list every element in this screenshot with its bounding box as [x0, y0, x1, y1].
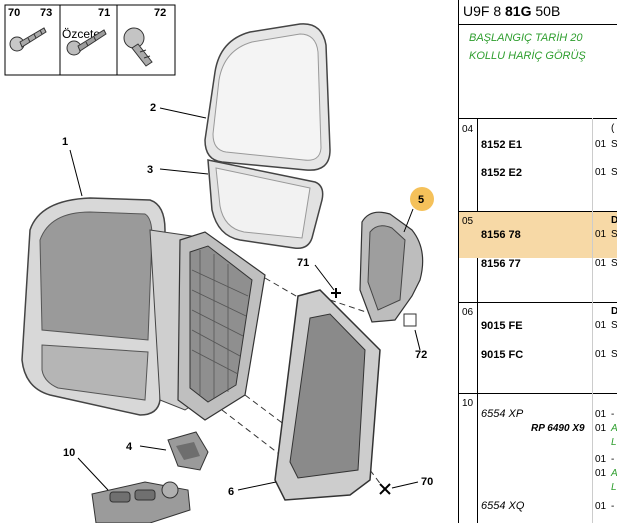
- part-desc: S: [611, 167, 617, 178]
- group-extra: (: [611, 123, 615, 134]
- note-line-2: KOLLU HARİÇ GÖRÜŞ: [469, 50, 586, 62]
- part-qty: 01: [595, 229, 607, 240]
- part-row-8156-78[interactable]: 8156 78: [481, 229, 521, 241]
- parts-group-06: 06 D 9015 FE 01 S 9015 FC 01 S: [459, 303, 617, 393]
- part-row-6554-xq[interactable]: 6554 XQ: [481, 500, 525, 512]
- legend-num-71[interactable]: 71: [98, 7, 110, 19]
- part-desc: S: [611, 258, 617, 269]
- part-qty: 01: [595, 468, 607, 479]
- part-desc: -: [611, 501, 615, 512]
- callout-5[interactable]: 5: [418, 194, 424, 206]
- part-5-cover[interactable]: [359, 211, 424, 323]
- reference-suffix: 50B: [535, 3, 561, 19]
- callout-1[interactable]: 1: [62, 136, 68, 148]
- reference-bold: 81G: [505, 3, 532, 19]
- part-row-rp-6490-x9[interactable]: RP 6490 X9: [531, 423, 585, 434]
- honeycomb-bracket: [177, 231, 266, 421]
- part-desc: -: [611, 409, 615, 420]
- screw-71-marker: [331, 288, 341, 298]
- exploded-parts-diagram: 70 73 71 72 Özcete: [4, 4, 434, 523]
- callout-6[interactable]: 6: [228, 486, 234, 498]
- part-10-mirror-switch[interactable]: [91, 481, 191, 523]
- part-desc: -: [611, 454, 615, 465]
- group-number: 04: [462, 124, 474, 135]
- part-row-8156-77[interactable]: 8156 77: [481, 258, 521, 270]
- part-3-lower-mirror-glass[interactable]: [207, 159, 324, 250]
- part-qty: 01: [595, 423, 607, 434]
- group-extra: D: [611, 306, 617, 317]
- callout-4[interactable]: 4: [126, 441, 133, 453]
- reference-prefix: U9F 8: [463, 3, 502, 19]
- part-qty: 01: [595, 501, 607, 512]
- reference-header: U9F 8 81G 50B: [459, 0, 617, 25]
- callout-5-badge: [410, 187, 434, 211]
- part-4-clip[interactable]: [167, 431, 209, 471]
- callout-70[interactable]: 70: [421, 476, 433, 488]
- part-row-8152-e2[interactable]: 8152 E2: [481, 167, 522, 179]
- part-desc: S: [611, 320, 617, 331]
- part-desc: S: [611, 229, 617, 240]
- callout-71[interactable]: 71: [297, 257, 309, 269]
- callout-72[interactable]: 72: [415, 349, 427, 361]
- parts-group-05: 05 D 8156 78 01 S 8156 77 01 S: [459, 212, 617, 302]
- legend-num-73[interactable]: 73: [40, 7, 52, 19]
- screw-icon: [66, 29, 107, 56]
- group-number: 05: [462, 216, 474, 227]
- legend-num-72[interactable]: 72: [154, 7, 166, 19]
- part-2-upper-mirror-glass[interactable]: [204, 23, 331, 171]
- part-desc: S: [611, 139, 617, 150]
- callout-3[interactable]: 3: [147, 164, 153, 176]
- legend-caption: Özcete: [62, 27, 100, 41]
- part-qty: 01: [595, 454, 607, 465]
- part-desc: A: [611, 423, 617, 434]
- part-desc: A: [611, 468, 617, 479]
- fastener-legend: 70 73 71 72 Özcete: [4, 4, 176, 76]
- group-number: 10: [462, 398, 474, 409]
- part-qty: 01: [595, 258, 607, 269]
- parts-group-10: 10 6554 XP 01 - RP 6490 X9 01 A L 01 - 0…: [459, 394, 617, 523]
- part-qty: 01: [595, 139, 607, 150]
- part-row-6554-xp[interactable]: 6554 XP: [481, 408, 524, 420]
- part-row-8152-e1[interactable]: 8152 E1: [481, 139, 522, 151]
- screw-70-marker: [379, 483, 391, 495]
- part-row-9015-fe[interactable]: 9015 FE: [481, 320, 523, 332]
- callout-2[interactable]: 2: [150, 102, 156, 114]
- legend-num-70[interactable]: 70: [8, 7, 20, 19]
- leader-lines: [69, 107, 421, 491]
- reference-code: U9F 8 81G 50B: [463, 3, 560, 19]
- callout-10[interactable]: 10: [63, 447, 75, 459]
- part-desc: L: [611, 482, 617, 493]
- part-qty: 01: [595, 409, 607, 420]
- part-6-back-frame[interactable]: [274, 289, 381, 501]
- part-qty: 01: [595, 167, 607, 178]
- part-qty: 01: [595, 349, 607, 360]
- parts-list-panel: U9F 8 81G 50B BAŞLANGIÇ TARİH 20 KOLLU H…: [458, 0, 617, 523]
- part-row-9015-fc[interactable]: 9015 FC: [481, 349, 524, 361]
- parts-group-04: 04 ( 8152 E1 01 S 8152 E2 01 S: [459, 119, 617, 211]
- group-number: 06: [462, 307, 474, 318]
- part-desc: S: [611, 349, 617, 360]
- clip-72-marker: [403, 313, 417, 327]
- parts-group-05-highlight: [459, 212, 617, 258]
- part-qty: 01: [595, 320, 607, 331]
- part-desc: L: [611, 437, 617, 448]
- note-line-1: BAŞLANGIÇ TARİH 20: [469, 32, 583, 44]
- bolt-icon: [9, 27, 47, 52]
- clip-icon: [123, 27, 153, 67]
- group-extra: D: [611, 215, 617, 226]
